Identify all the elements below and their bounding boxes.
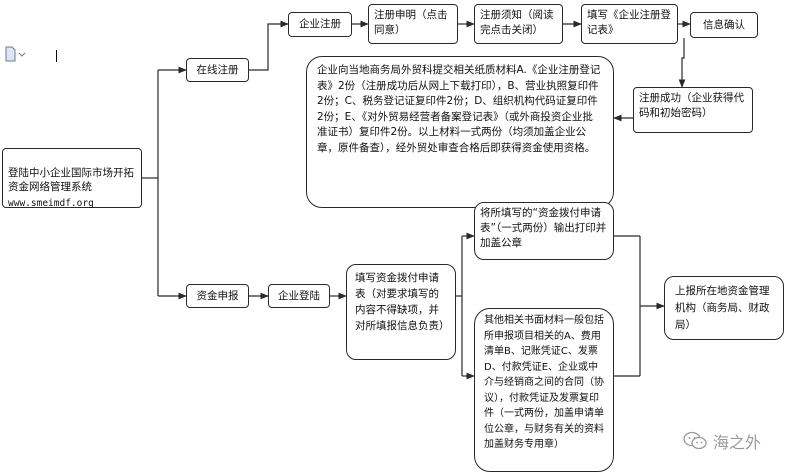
node-print-form: 将所填写的“资金拨付申请表”（一式两份）输出打印并加盖公章 [474, 202, 614, 260]
node-submit-materials: 企业向当地商务局外贸科提交相关纸质材料A.《企业注册登记表》2份（注册成功后从网… [306, 56, 614, 208]
node-start-text: 登陆中小企业国际市场开拓资金网络管理系统 [8, 167, 134, 193]
connector-confirm-success [678, 38, 686, 88]
node-report-to: 上报所在地资金管理机构（商务局、财政局） [664, 276, 784, 340]
connector-online-company [249, 20, 289, 71]
node-company-register: 企业注册 [288, 12, 352, 37]
node-online-register: 在线注册 [186, 58, 249, 82]
node-register-notice: 注册须知（阅读完点击关闭） [474, 4, 563, 44]
wechat-icon [683, 431, 707, 450]
node-register-statement: 注册申明（点击同意） [368, 4, 458, 44]
node-start-url: www.smeimdf.org [8, 198, 94, 209]
node-fill-form: 填写《企业注册登记表》 [581, 4, 678, 44]
node-other-materials: 其他相关书面材料一般包括所申报项目相关的A、费用清单B、记账凭证C、发票D、付款… [474, 308, 614, 472]
watermark-text: 海之外 [713, 433, 762, 452]
node-fill-apply-form: 填写资金拨付申请表（对要求填写的内容不得缺项，并对所填报信息负责） [346, 264, 456, 360]
watermark: 海之外 [683, 426, 795, 456]
node-info-confirm: 信息确认 [690, 12, 758, 38]
node-fund-apply: 资金申报 [186, 284, 249, 308]
text-cursor [56, 50, 57, 62]
node-start: 登陆中小企业国际市场开拓资金网络管理系统 www.smeimdf.org [2, 148, 142, 209]
node-company-login: 企业登陆 [268, 284, 330, 308]
node-register-success: 注册成功（企业获得代码和初始密码） [633, 87, 753, 133]
document-icon [5, 46, 26, 62]
